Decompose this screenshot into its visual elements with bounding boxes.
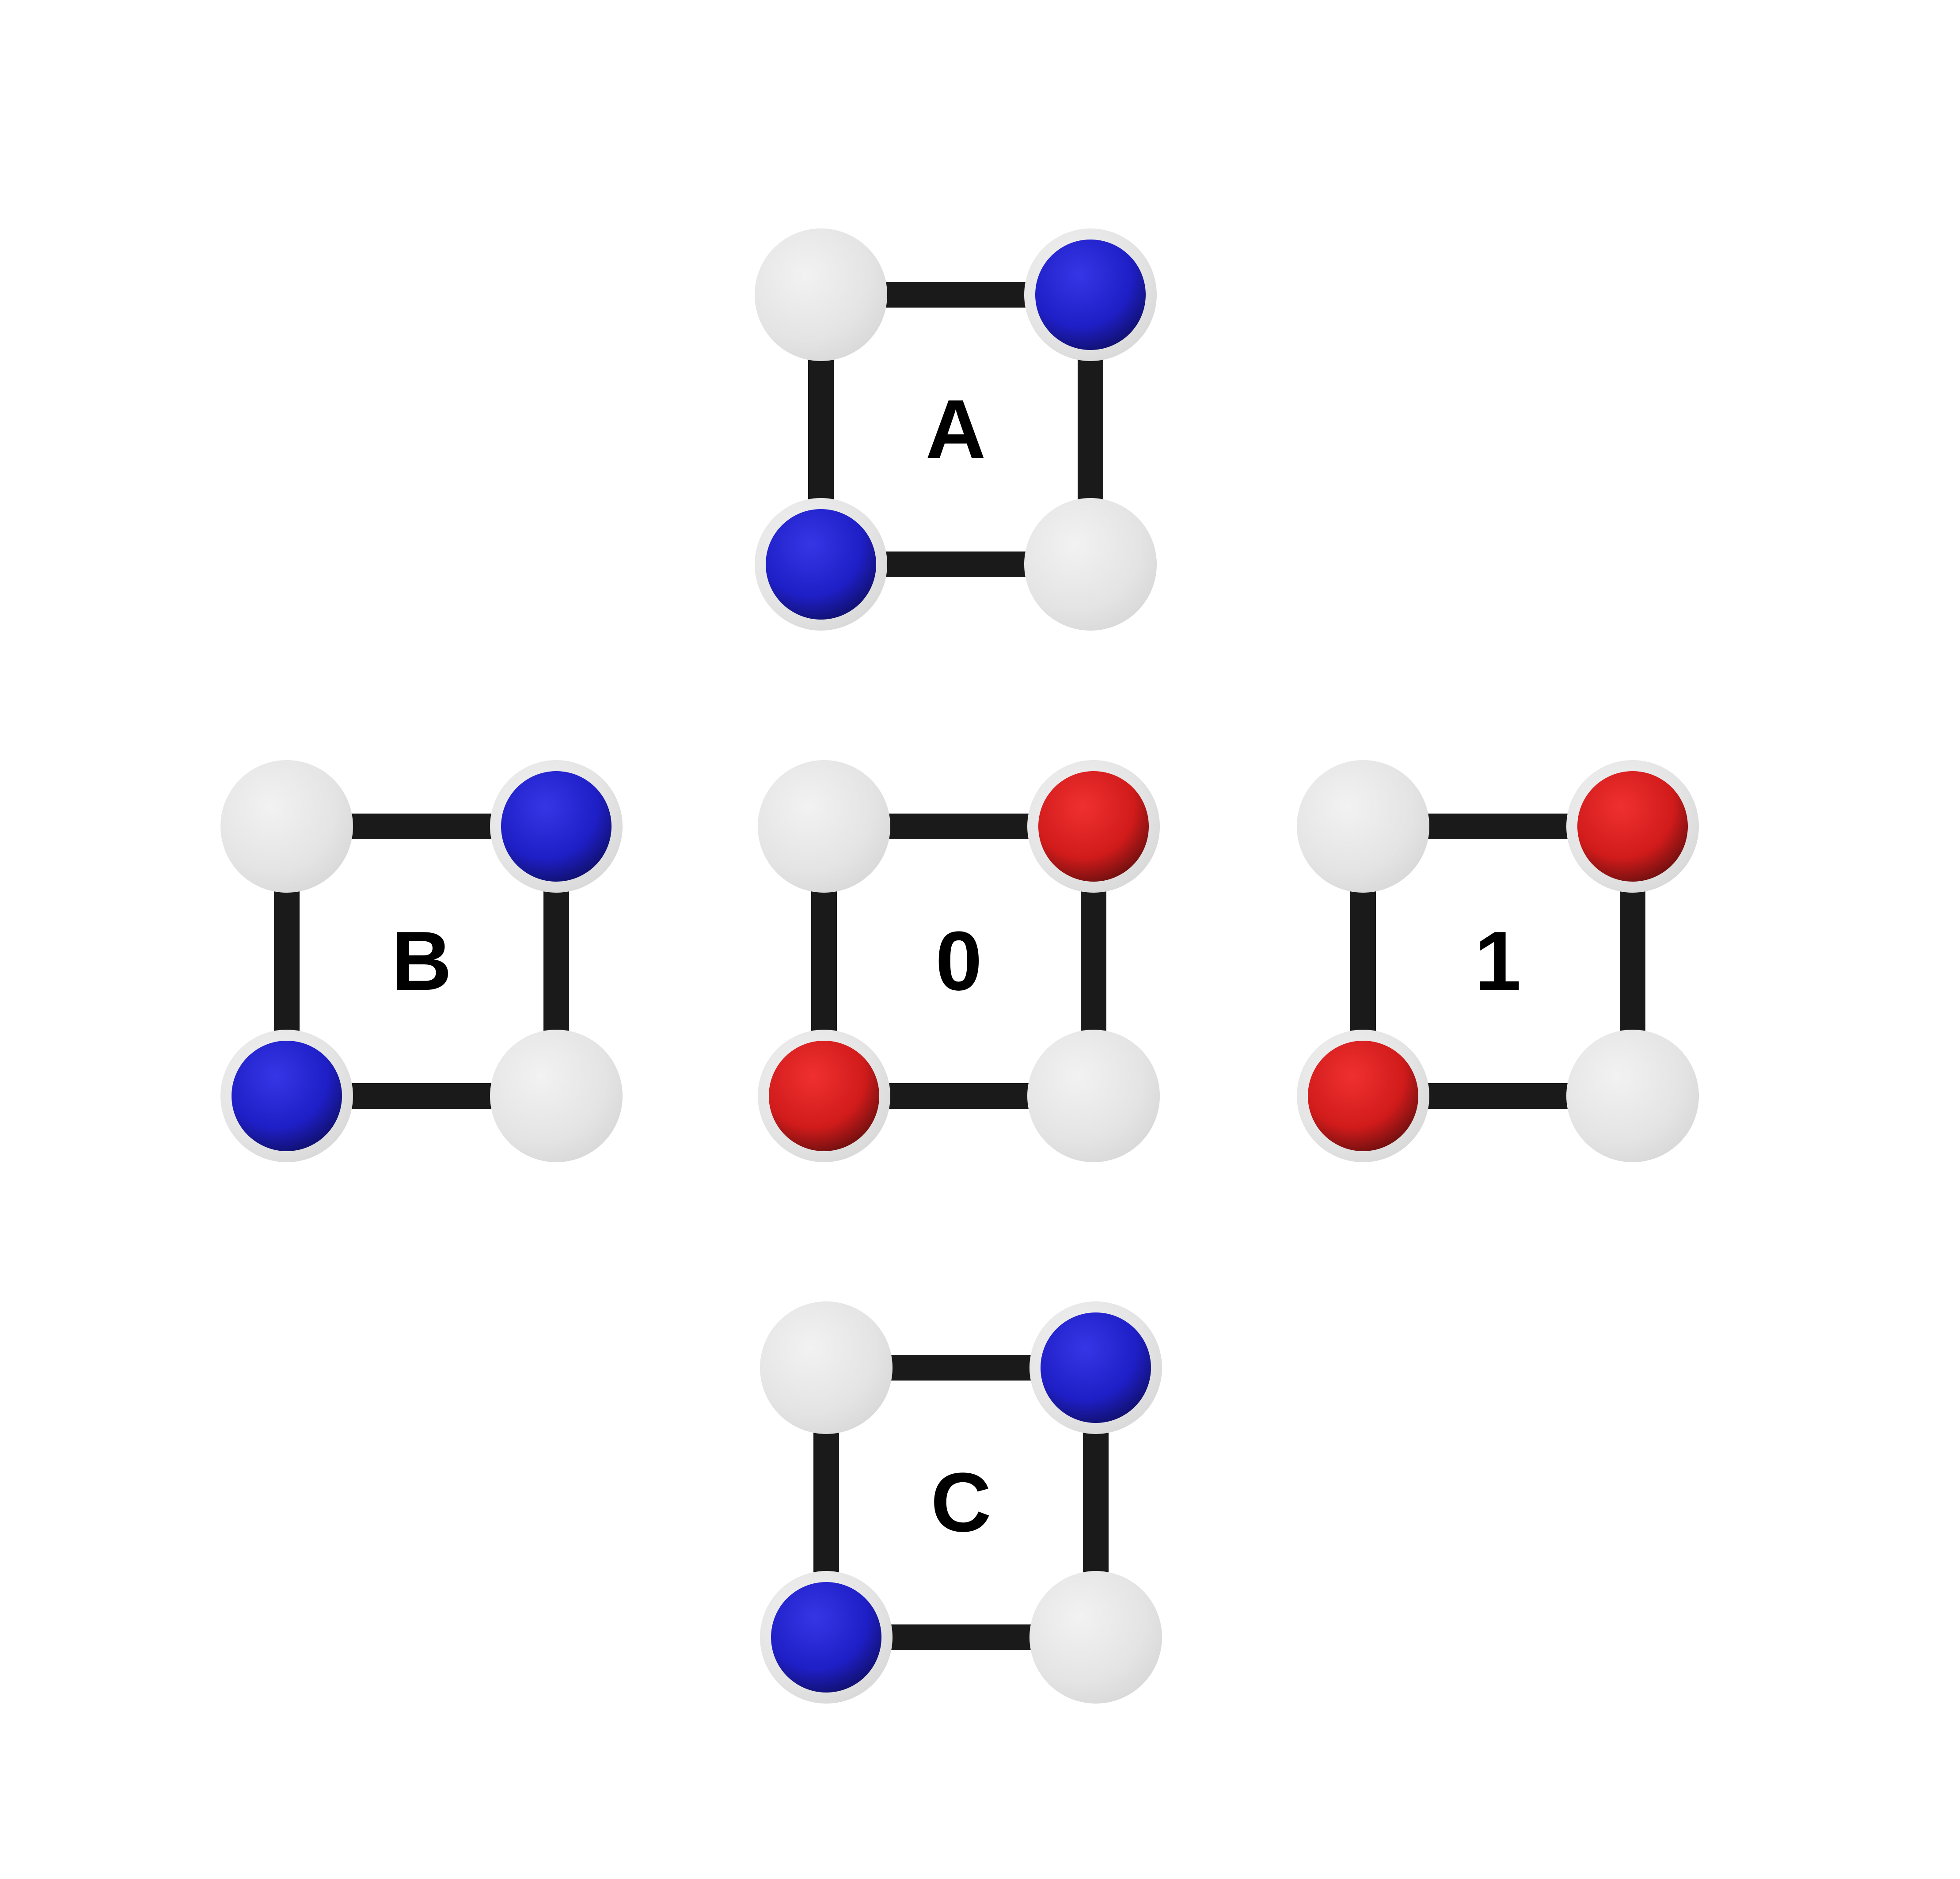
site-top-left-empty [755, 228, 887, 361]
site-bottom-left-red [1297, 1030, 1429, 1162]
plaquette-label: C [931, 1456, 991, 1549]
site-top-right-red [1027, 760, 1160, 893]
site-bottom-left-blue [220, 1030, 353, 1162]
plaquette-label: 0 [935, 914, 982, 1008]
plaquette-1: 1 [1297, 760, 1699, 1162]
site-top-right-blue [1024, 228, 1157, 361]
site-bottom-right-empty [1566, 1030, 1699, 1162]
plaquette-label: A [925, 383, 986, 476]
site-top-right-red [1566, 760, 1699, 893]
plaquette-a: A [755, 228, 1157, 631]
site-bottom-right-empty [1024, 498, 1157, 631]
site-top-left-empty [1297, 760, 1429, 893]
site-bottom-right-empty [1027, 1030, 1160, 1162]
plaquette-b: B [220, 760, 623, 1162]
plaquette-c: C [760, 1301, 1162, 1704]
site-bottom-right-empty [1029, 1571, 1162, 1704]
site-top-left-empty [220, 760, 353, 893]
site-bottom-left-blue [760, 1571, 893, 1704]
plaquette-label: B [391, 914, 452, 1008]
site-top-right-blue [1029, 1301, 1162, 1434]
plaquette-label: 1 [1474, 914, 1521, 1008]
site-top-left-empty [758, 760, 890, 893]
site-top-right-blue [490, 760, 623, 893]
site-bottom-left-blue [755, 498, 887, 631]
plaquette-0: 0 [758, 760, 1160, 1162]
site-bottom-left-red [758, 1030, 890, 1162]
site-bottom-right-empty [490, 1030, 623, 1162]
site-top-left-empty [760, 1301, 893, 1434]
